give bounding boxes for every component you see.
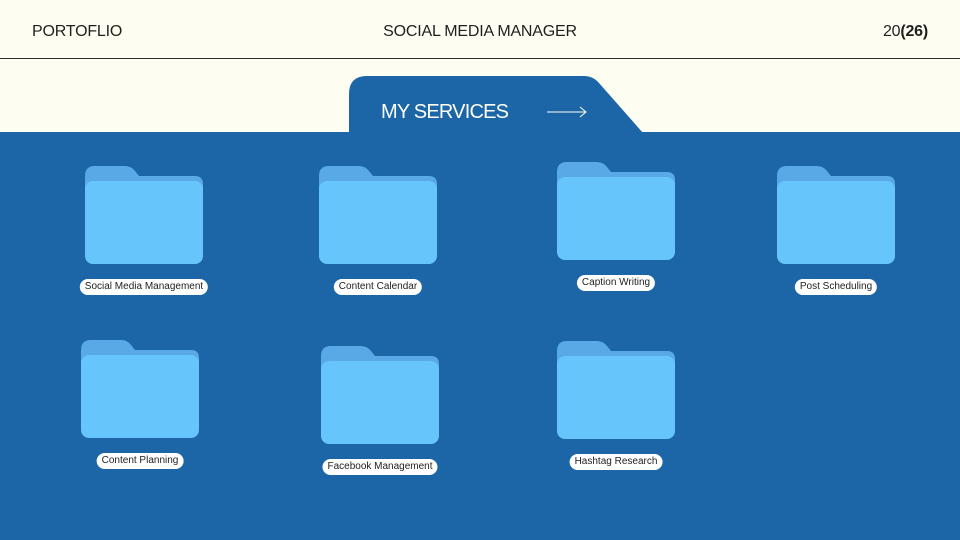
folder-icon bbox=[777, 166, 895, 264]
portfolio-label: PORTOFLIO bbox=[32, 23, 123, 40]
folder-content-calendar[interactable] bbox=[319, 166, 439, 266]
page-counter: 20(26) bbox=[883, 23, 928, 41]
folder-label[interactable]: Content Planning bbox=[96, 453, 184, 469]
folder-facebook-management[interactable] bbox=[321, 346, 441, 446]
folder-icon bbox=[557, 162, 675, 260]
section-tab bbox=[349, 76, 643, 133]
folder-content-planning[interactable] bbox=[81, 340, 201, 440]
page-title: SOCIAL MEDIA MANAGER bbox=[383, 23, 577, 40]
page-total: (26) bbox=[900, 23, 928, 40]
folder-label[interactable]: Social Media Management bbox=[79, 279, 209, 295]
folder-icon bbox=[557, 341, 675, 439]
folder-label[interactable]: Caption Writing bbox=[576, 275, 656, 291]
folder-icon bbox=[319, 166, 437, 264]
folder-icon bbox=[85, 166, 203, 264]
folder-caption-writing[interactable] bbox=[557, 162, 677, 262]
section-title: MY SERVICES bbox=[381, 101, 509, 123]
folder-label[interactable]: Facebook Management bbox=[322, 459, 438, 475]
folder-hashtag-research[interactable] bbox=[557, 341, 677, 441]
folder-social-media-management[interactable] bbox=[85, 166, 205, 266]
folder-icon bbox=[81, 340, 199, 438]
folder-label[interactable]: Hashtag Research bbox=[569, 454, 663, 470]
long-arrow-right-icon bbox=[547, 106, 587, 118]
folder-icon bbox=[321, 346, 439, 444]
folder-post-scheduling[interactable] bbox=[777, 166, 897, 266]
top-bar: PORTOFLIO SOCIAL MEDIA MANAGER 20(26) bbox=[0, 0, 960, 59]
folder-label[interactable]: Content Calendar bbox=[333, 279, 423, 295]
folder-label[interactable]: Post Scheduling bbox=[794, 279, 878, 295]
page-current: 20 bbox=[882, 23, 901, 40]
